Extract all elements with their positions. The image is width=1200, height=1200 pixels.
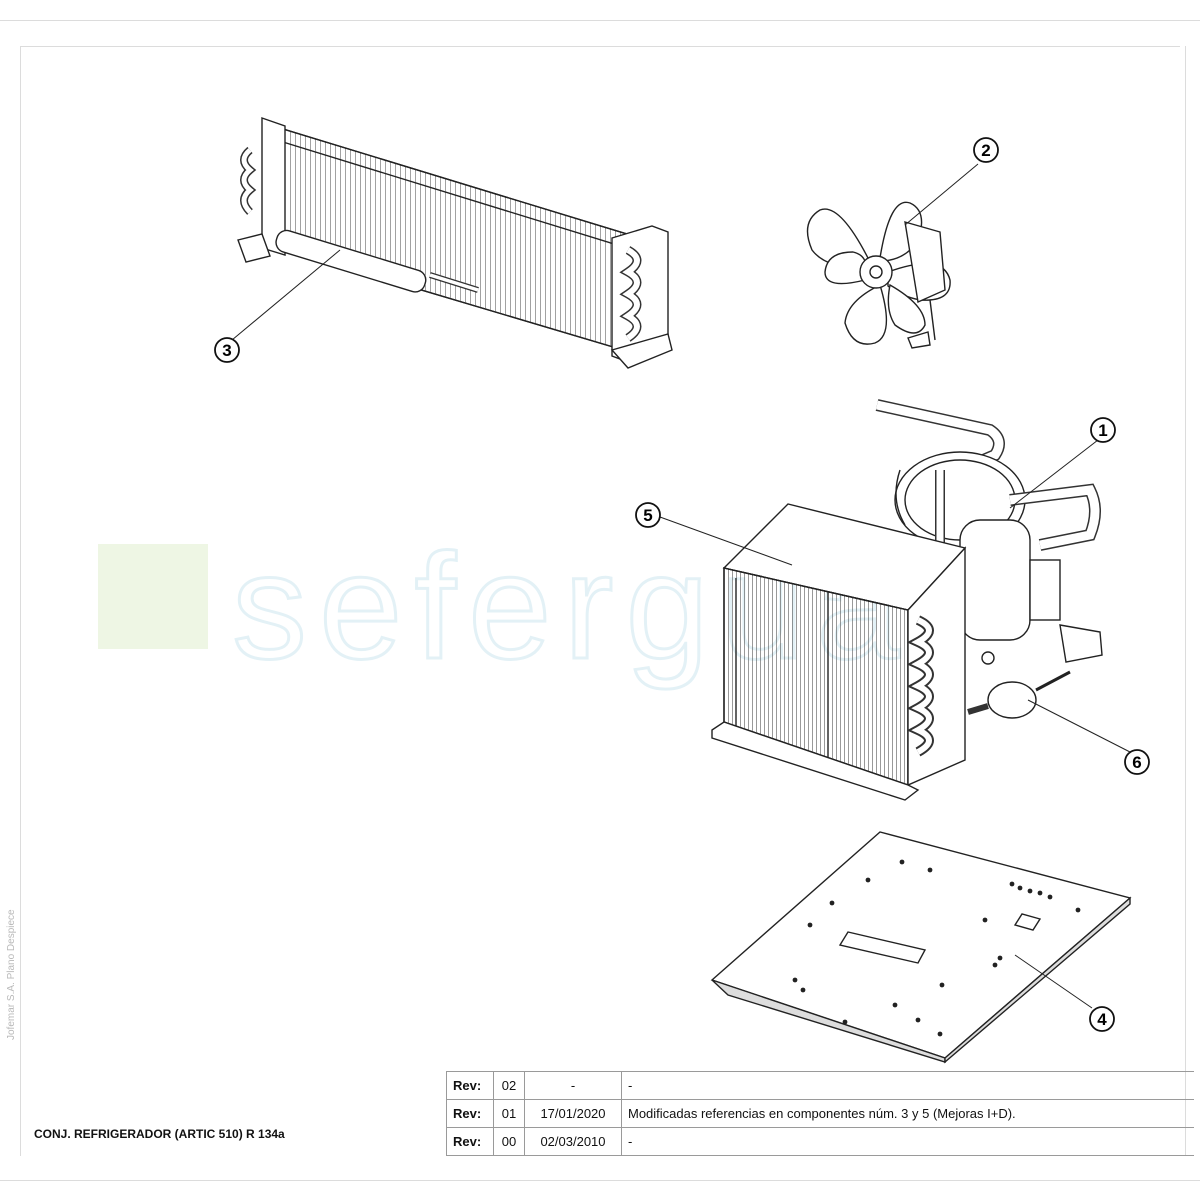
callout-1-label: 1 <box>1098 421 1107 440</box>
rev-number: 00 <box>493 1127 525 1156</box>
callout-6-label: 6 <box>1132 753 1141 772</box>
callout-2: 2 <box>973 137 999 163</box>
callout-2-label: 2 <box>981 141 990 160</box>
callout-3: 3 <box>214 337 240 363</box>
revision-table: Rev: 02 - - Rev: 01 17/01/2020 Modificad… <box>446 1071 1194 1156</box>
revision-row: Rev: 01 17/01/2020 Modificadas referenci… <box>446 1099 1194 1128</box>
drawing-title: CONJ. REFRIGERADOR (ARTIC 510) R 134a <box>34 1127 285 1141</box>
frame-right-line <box>1185 46 1186 1156</box>
callout-4-label: 4 <box>1097 1010 1107 1029</box>
rev-number: 01 <box>493 1099 525 1128</box>
callout-3-label: 3 <box>222 341 231 360</box>
rev-label: Rev: <box>446 1071 494 1100</box>
part-fan <box>806 163 979 349</box>
callout-5: 5 <box>635 502 661 528</box>
side-label: Jofemar S.A. Plano Despiece <box>6 909 17 1040</box>
rev-number: 02 <box>493 1071 525 1100</box>
frame-left-line <box>20 46 21 1156</box>
part-evaporator-coil <box>231 117 673 369</box>
frame-top-line-2 <box>20 46 1180 47</box>
rev-date: - <box>524 1071 622 1100</box>
revision-row: Rev: 00 02/03/2010 - <box>446 1127 1194 1156</box>
part-base-plate <box>710 831 1132 1064</box>
frame-top-line <box>0 20 1200 21</box>
rev-description: Modificadas referencias en componentes n… <box>621 1099 1194 1128</box>
rev-label: Rev: <box>446 1099 494 1128</box>
callout-4: 4 <box>1089 1006 1115 1032</box>
rev-description: - <box>621 1127 1194 1156</box>
rev-date: 17/01/2020 <box>524 1099 622 1128</box>
frame-bottom-line <box>0 1180 1200 1181</box>
rev-date: 02/03/2010 <box>524 1127 622 1156</box>
rev-label: Rev: <box>446 1127 494 1156</box>
rev-description: - <box>621 1071 1194 1100</box>
watermark-logo-box <box>98 544 208 649</box>
callout-balloons: 1 2 3 4 5 6 <box>214 137 1150 1032</box>
callout-5-label: 5 <box>643 506 652 525</box>
callout-1: 1 <box>1090 417 1116 443</box>
part-condensing-unit <box>659 399 1131 801</box>
revision-row: Rev: 02 - - <box>446 1071 1194 1100</box>
callout-6: 6 <box>1124 749 1150 775</box>
